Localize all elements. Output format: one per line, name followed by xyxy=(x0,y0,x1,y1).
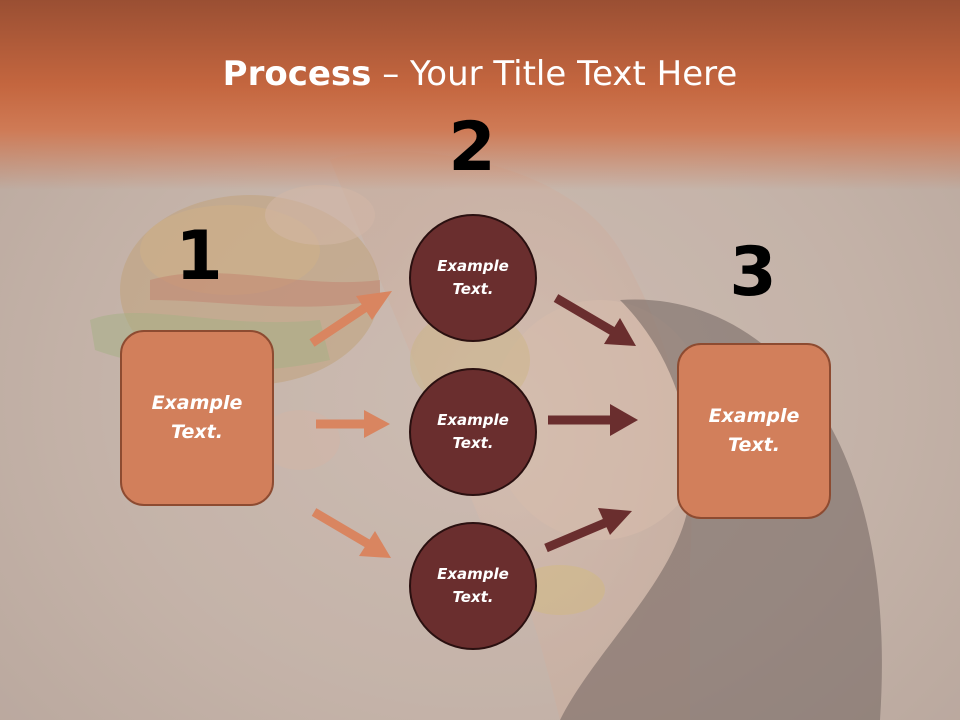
arrow-box1-to-circle2 xyxy=(316,410,390,438)
arrow-box1-to-circle1 xyxy=(309,291,392,347)
step-box-3-label: Example Text. xyxy=(709,402,800,460)
step-box-1-line2: Text. xyxy=(171,421,223,443)
step-circle-3: Example Text. xyxy=(409,522,537,650)
arrow-box1-to-circle3 xyxy=(311,508,391,558)
title-separator: – xyxy=(371,54,411,94)
step-box-1-label: Example Text. xyxy=(152,389,243,447)
step-number-2: 2 xyxy=(448,108,496,187)
step-circle-1: Example Text. xyxy=(409,214,537,342)
title-bold: Process xyxy=(222,54,372,94)
step-box-1-line1: Example xyxy=(151,392,243,414)
arrow-circle1-to-box3 xyxy=(553,294,636,346)
step-circle-3-label: Example Text. xyxy=(437,563,509,609)
step-box-3-line1: Example xyxy=(708,405,800,427)
step-number-1: 1 xyxy=(175,217,223,296)
header-band xyxy=(0,0,960,190)
step-box-3-line2: Text. xyxy=(728,434,780,456)
step-circle-2-label: Example Text. xyxy=(437,409,509,455)
slide-title: Process – Your Title Text Here xyxy=(0,52,960,96)
step-circle-2-line1: Example xyxy=(437,411,509,429)
title-rest: Your Title Text Here xyxy=(410,54,738,94)
step-box-3: Example Text. xyxy=(677,343,831,519)
step-number-3: 3 xyxy=(729,233,777,312)
arrow-circle3-to-box3 xyxy=(544,508,632,553)
step-circle-2-line2: Text. xyxy=(452,434,494,452)
step-circle-3-line1: Example xyxy=(437,565,509,583)
step-circle-1-line2: Text. xyxy=(452,280,494,298)
step-box-1: Example Text. xyxy=(120,330,274,506)
step-circle-3-line2: Text. xyxy=(452,588,494,606)
arrow-circle2-to-box3 xyxy=(548,404,638,436)
step-circle-2: Example Text. xyxy=(409,368,537,496)
step-circle-1-label: Example Text. xyxy=(437,255,509,301)
step-circle-1-line1: Example xyxy=(437,257,509,275)
